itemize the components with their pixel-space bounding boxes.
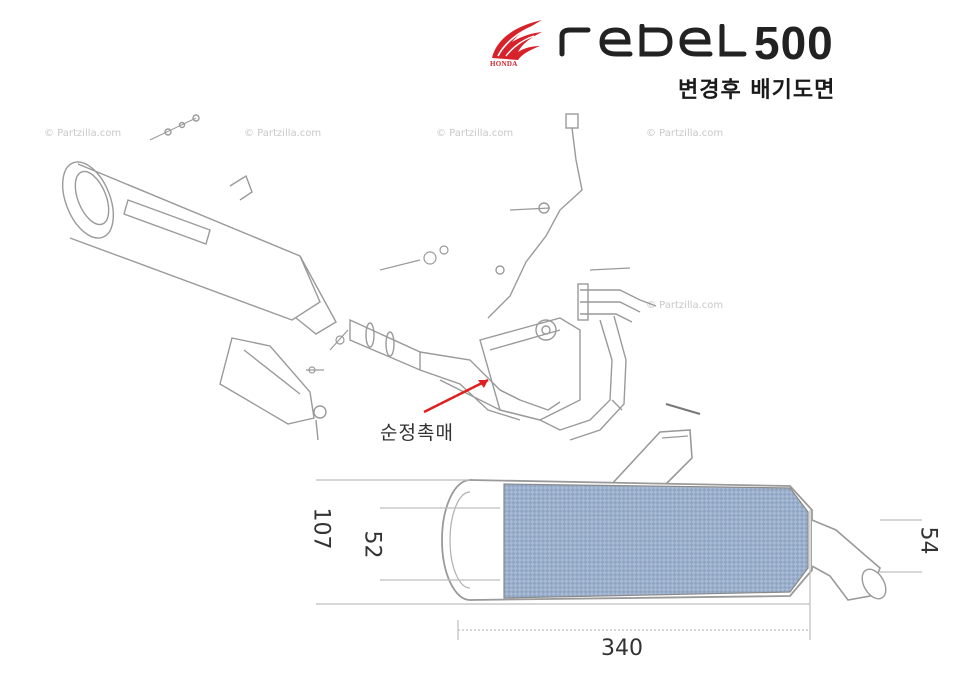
watermark: © Partzilla.com <box>436 128 514 139</box>
dimension-outlet: 54 <box>915 526 941 555</box>
watermark: © Partzilla.com <box>646 300 724 311</box>
callout-arrowhead <box>478 380 488 388</box>
sensor-wire <box>487 113 583 319</box>
rebel-wordmark <box>559 24 747 57</box>
dimension-height-inner: 52 <box>359 530 385 559</box>
watermark: © Partzilla.com <box>244 128 322 139</box>
header-pipes <box>559 283 657 441</box>
fasteners <box>306 207 701 415</box>
dimension-lines <box>316 479 922 640</box>
watermark: © Partzilla.com <box>646 128 724 139</box>
carbon-sleeve <box>503 483 809 599</box>
watermark: © Partzilla.com <box>44 128 122 139</box>
mid-pipe <box>349 318 561 431</box>
carbon-muffler <box>441 429 887 601</box>
brand-header: HONDA 500 변경후 배기도면 <box>488 16 858 106</box>
catalyst-label: 순정촉매 <box>380 422 454 444</box>
dimension-length: 340 <box>601 636 643 661</box>
callout-arrow <box>423 378 489 414</box>
stock-muffler <box>61 114 337 335</box>
muffler-bracket <box>608 429 693 491</box>
dimension-height-total: 107 <box>308 507 334 550</box>
catalyst-collector <box>479 317 581 421</box>
heat-shield <box>219 337 327 441</box>
model-number: 500 <box>754 17 834 69</box>
page-subtitle: 변경후 배기도면 <box>678 78 836 103</box>
honda-wordmark: HONDA <box>490 60 518 68</box>
honda-wing-logo <box>492 20 542 60</box>
